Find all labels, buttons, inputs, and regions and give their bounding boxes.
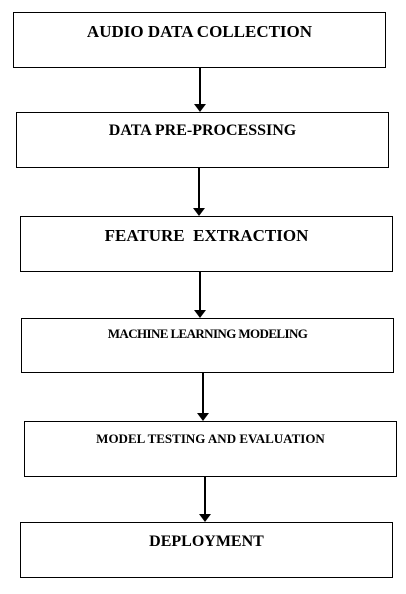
step-box-model-testing-and-evaluation: MODEL TESTING AND EVALUATION	[24, 421, 397, 477]
step-label: MACHINE LEARNING MODELING	[107, 326, 308, 341]
arrow-down-icon	[194, 272, 206, 318]
step-box-audio-data-collection: AUDIO DATA COLLECTION	[13, 12, 386, 68]
arrow-down-icon	[194, 68, 206, 112]
arrow-down-icon	[197, 373, 209, 421]
step-box-machine-learning-modeling: MACHINE LEARNING MODELING	[21, 318, 394, 373]
arrow-down-icon	[199, 477, 211, 522]
step-label: DATA PRE-PROCESSING	[108, 122, 297, 139]
step-label: FEATURE EXTRACTION	[104, 226, 309, 245]
step-box-deployment: DEPLOYMENT	[20, 522, 393, 578]
step-box-data-pre-processing: DATA PRE-PROCESSING	[16, 112, 389, 168]
step-label: AUDIO DATA COLLECTION	[86, 22, 313, 41]
step-label: MODEL TESTING AND EVALUATION	[96, 431, 325, 446]
step-label: DEPLOYMENT	[149, 533, 264, 550]
arrow-down-icon	[193, 168, 205, 216]
step-box-feature-extraction: FEATURE EXTRACTION	[20, 216, 393, 272]
